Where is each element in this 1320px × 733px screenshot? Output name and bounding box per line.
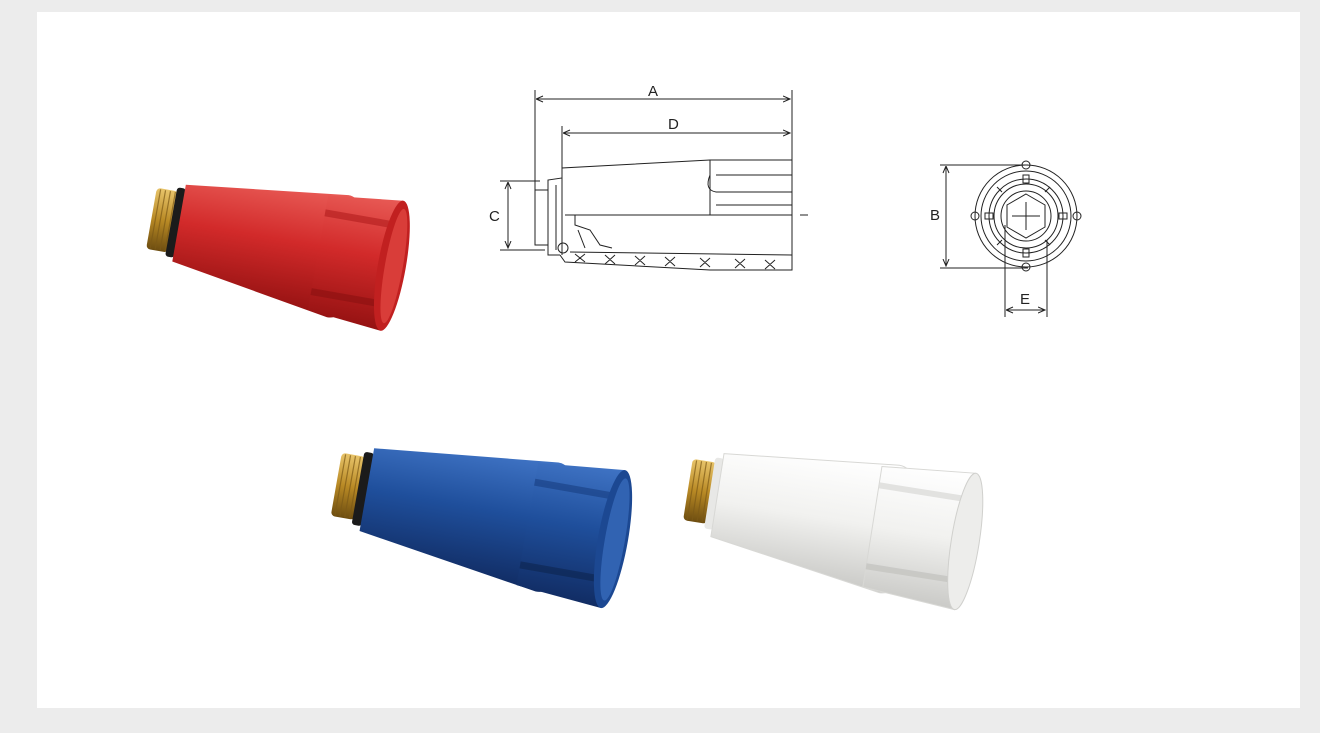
content-panel	[37, 12, 1300, 708]
dimension-label-a: A	[648, 83, 658, 100]
dimension-label-d: D	[668, 116, 679, 133]
white-plug-image	[683, 453, 984, 611]
dimension-label-e: E	[1020, 291, 1030, 308]
side-view-drawing	[500, 90, 808, 271]
dimension-label-b: B	[930, 207, 940, 224]
blue-plug-image	[331, 448, 633, 609]
red-plug-image	[146, 184, 410, 331]
dimension-label-c: C	[489, 208, 500, 225]
end-view-drawing	[940, 160, 1082, 317]
